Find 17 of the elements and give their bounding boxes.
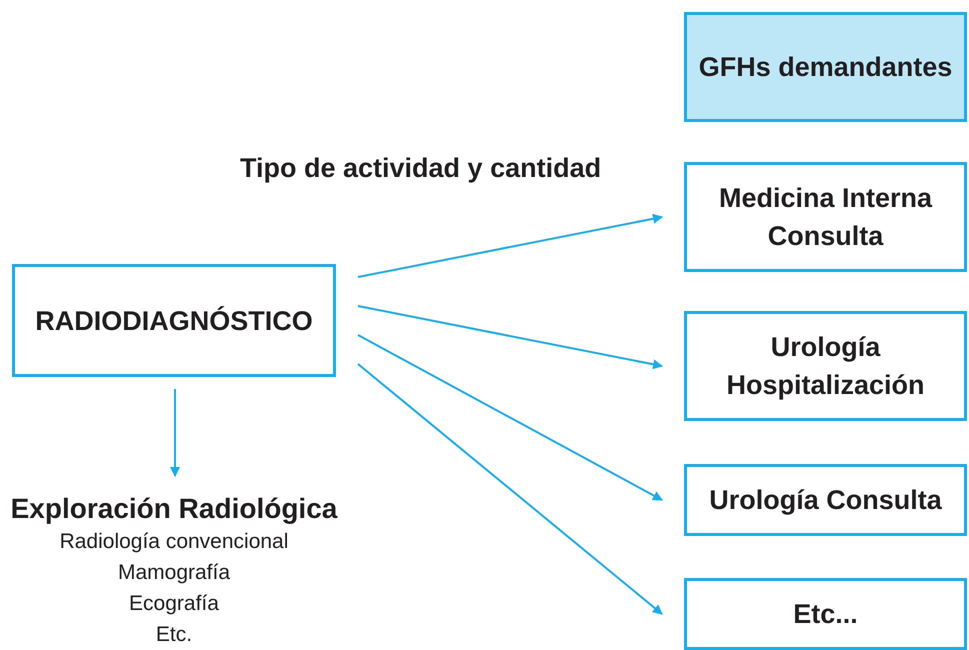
process-box: RADIODIAGNÓSTICO [12, 264, 336, 377]
list-item: Etc. [156, 622, 192, 648]
process-box: Medicina Interna Consulta [684, 162, 967, 272]
node-heading: Exploración Radiológica [10, 492, 338, 526]
list-item: Ecografía [129, 591, 219, 617]
header-box: GFHs demandantes [684, 12, 967, 122]
arrow [357, 363, 663, 615]
arrow [358, 214, 663, 278]
process-box: Urología Consulta [684, 464, 967, 536]
process-box: Etc... [684, 578, 967, 650]
process-box: Urología Hospitalización [684, 311, 967, 421]
arrow [358, 334, 663, 501]
annotation-text: Tipo de actividad y cantidad [240, 152, 602, 185]
list-item: Mamografía [118, 560, 230, 586]
list-item: Radiología convencional [60, 529, 288, 555]
arrow [358, 305, 663, 370]
arrow [170, 389, 180, 477]
